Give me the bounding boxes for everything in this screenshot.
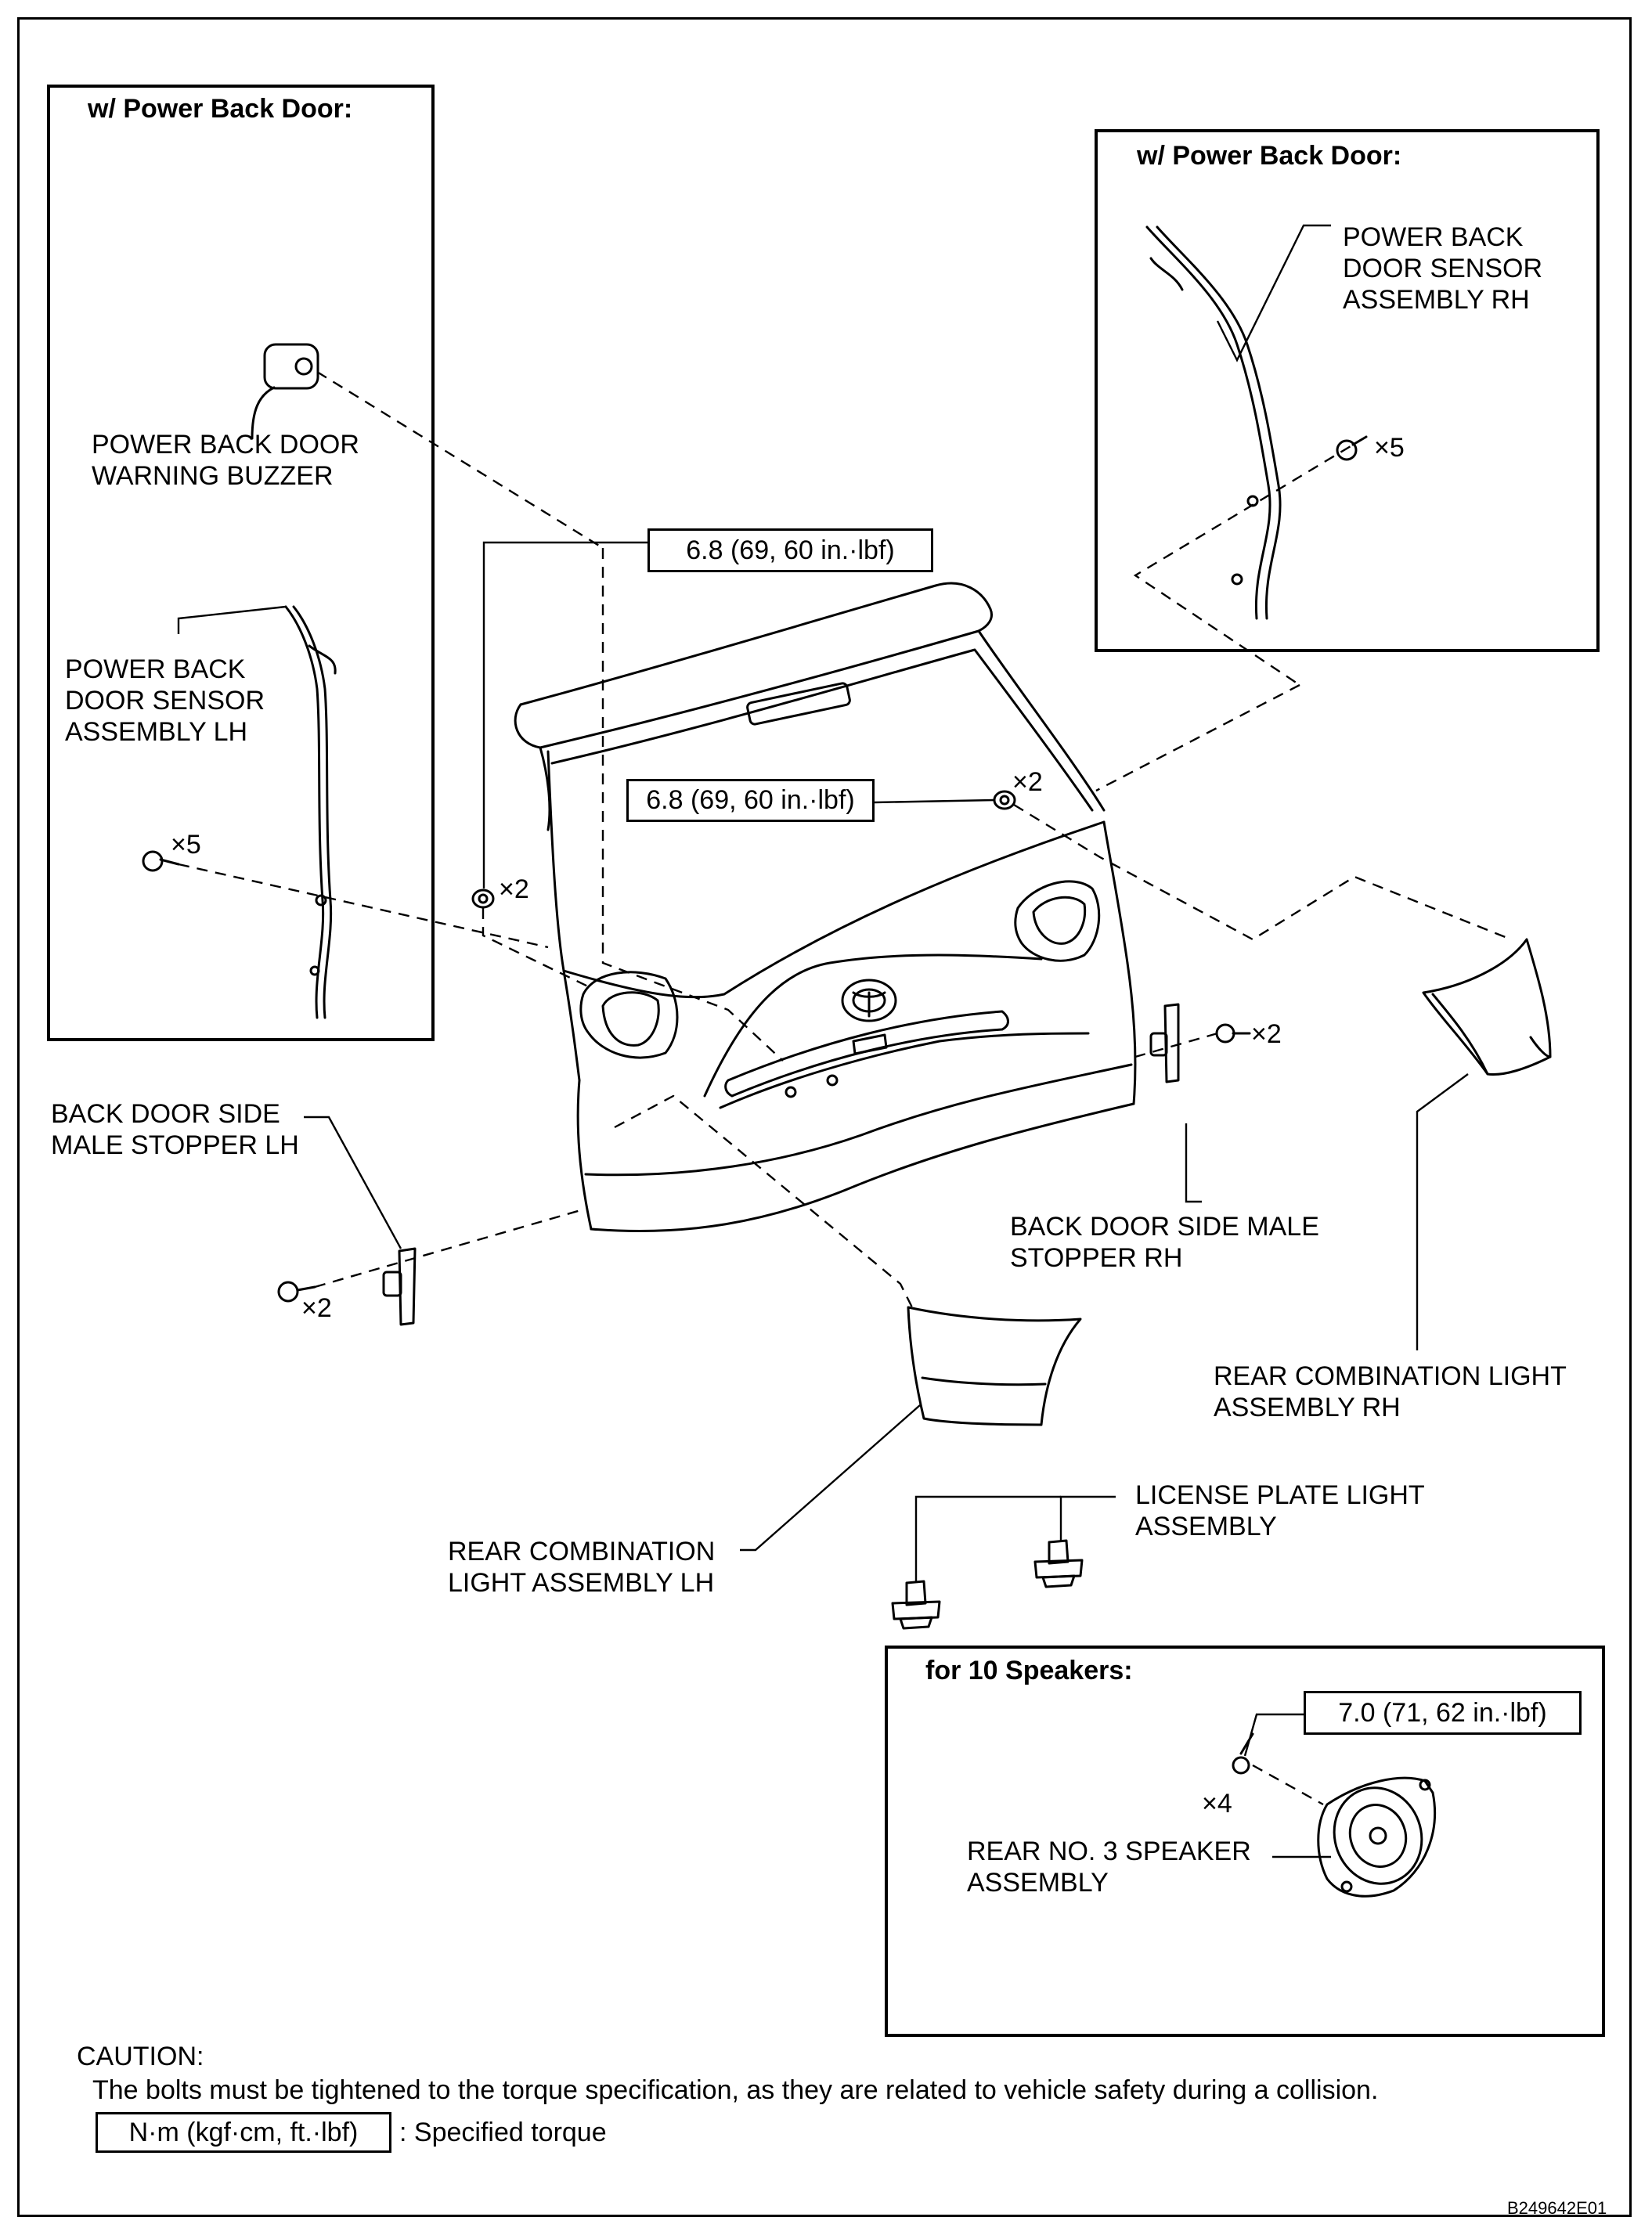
outer-frame xyxy=(17,17,1632,2217)
power-back-door-rh-title: w/ Power Back Door: xyxy=(1137,141,1402,171)
label-rcl-lh: REAR COMBINATION LIGHT ASSEMBLY LH xyxy=(448,1537,716,1598)
caution-heading: CAUTION: xyxy=(77,2042,204,2071)
reference-code: B249642E01 xyxy=(1507,2198,1607,2218)
torque-legend-text: : Specified torque xyxy=(399,2118,607,2147)
qty-speaker-bolts: ×4 xyxy=(1202,1789,1232,1819)
label-stopper-rh: BACK DOOR SIDE MALE STOPPER RH xyxy=(1010,1212,1319,1273)
qty-nut-left: ×2 xyxy=(499,874,529,904)
back-door-illustration xyxy=(514,582,1137,1233)
label-sensor-rh: POWER BACK DOOR SENSOR ASSEMBLY RH xyxy=(1343,222,1543,315)
stopper-parts xyxy=(382,1003,1180,1326)
label-license-plate-light: LICENSE PLATE LIGHT ASSEMBLY xyxy=(1135,1480,1425,1541)
rear-combination-lights xyxy=(907,938,1552,1426)
label-warning-buzzer: POWER BACK DOOR WARNING BUZZER xyxy=(92,430,359,491)
qty-rh-sensor-bolts: ×5 xyxy=(1374,433,1405,463)
power-back-door-lh-title: w/ Power Back Door: xyxy=(88,94,353,124)
label-rcl-rh: REAR COMBINATION LIGHT ASSEMBLY RH xyxy=(1214,1361,1567,1422)
torque-speaker: 7.0 (71, 62 in.·lbf) xyxy=(1304,1691,1582,1735)
fasteners xyxy=(142,435,1368,1775)
qty-lh-sensor-bolts: ×5 xyxy=(171,830,201,860)
sensor-lh-part xyxy=(284,605,337,1019)
qty-nut-right: ×2 xyxy=(1012,767,1043,797)
qty-stopper-lh-bolts: ×2 xyxy=(301,1293,332,1323)
torque-mid: 6.8 (69, 60 in.·lbf) xyxy=(626,779,875,822)
speaker-part xyxy=(1317,1776,1437,1898)
label-sensor-lh: POWER BACK DOOR SENSOR ASSEMBLY LH xyxy=(65,654,265,747)
power-back-door-lh-box xyxy=(47,85,435,1041)
license-plate-lights xyxy=(891,1539,1084,1630)
qty-stopper-rh-bolts: ×2 xyxy=(1251,1019,1282,1049)
power-back-door-rh-box xyxy=(1095,129,1600,652)
label-stopper-lh: BACK DOOR SIDE MALE STOPPER LH xyxy=(51,1099,299,1160)
sensor-rh-part xyxy=(1145,225,1282,620)
torque-legend-box: N·m (kgf·cm, ft.·lbf) xyxy=(96,2112,391,2153)
ten-speakers-box xyxy=(885,1646,1605,2037)
torque-top: 6.8 (69, 60 in.·lbf) xyxy=(647,528,933,572)
ten-speakers-title: for 10 Speakers: xyxy=(925,1656,1133,1685)
caution-text: The bolts must be tightened to the torqu… xyxy=(92,2075,1379,2105)
buzzer-part xyxy=(251,343,319,440)
label-rear-speaker: REAR NO. 3 SPEAKER ASSEMBLY xyxy=(967,1837,1251,1898)
